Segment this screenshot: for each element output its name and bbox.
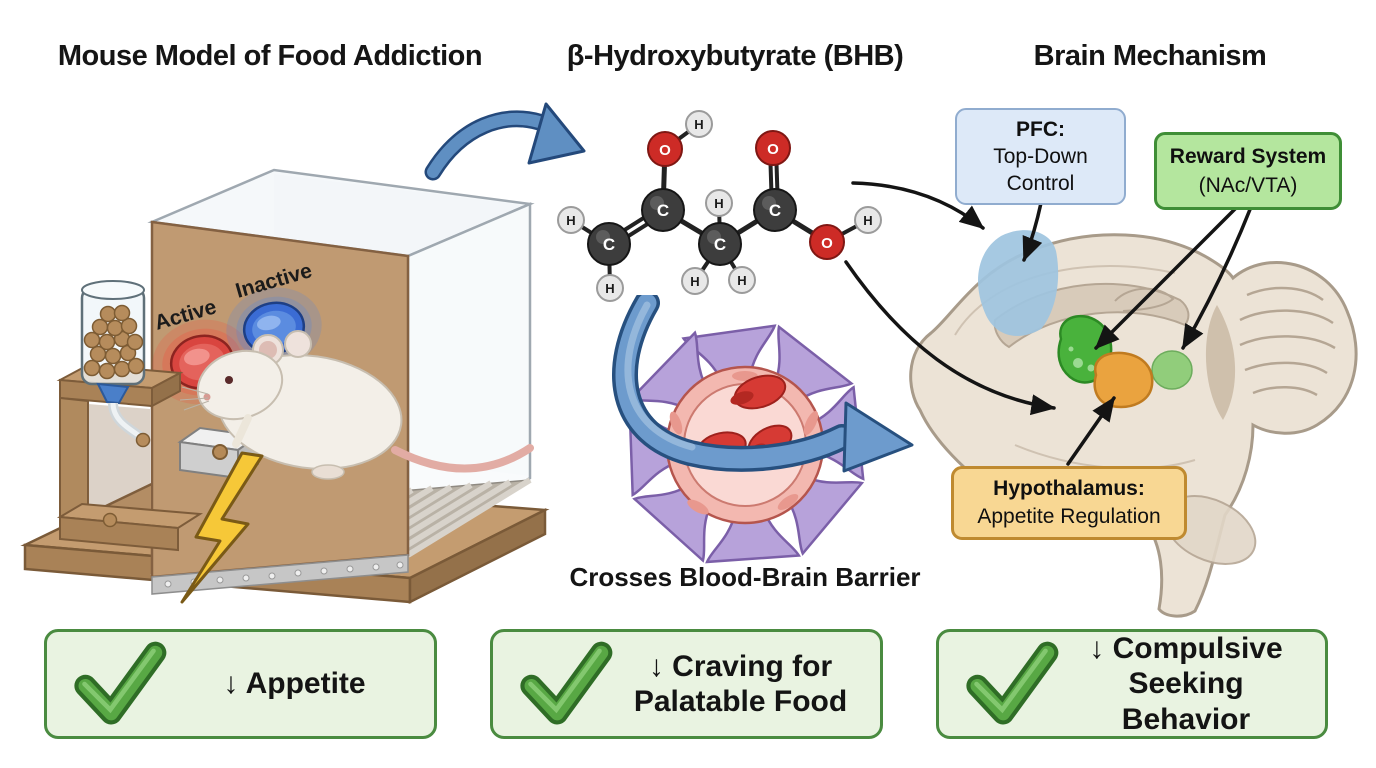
mouse-hind-foot: [311, 464, 345, 480]
reward-line2: (NAc/VTA): [1198, 174, 1298, 197]
mouse-nose: [203, 393, 211, 401]
brain-illustration: [909, 230, 1358, 618]
svg-text:O: O: [821, 235, 833, 252]
right-panel-title: Brain Mechanism: [1033, 40, 1267, 72]
atom-oxygen: O: [755, 130, 791, 166]
atom-hydrogen: H: [854, 206, 882, 234]
check-icon: [520, 641, 613, 725]
outcome-text: ↓ Craving for Palatable Food: [633, 649, 848, 718]
mouse: [179, 330, 534, 480]
check-icon: [966, 641, 1059, 725]
atom-carbon: C: [698, 222, 742, 266]
outcome-text: ↓ Compulsive Seeking Behavior: [1089, 631, 1283, 736]
atom-hydrogen: H: [557, 206, 585, 234]
svg-text:O: O: [767, 141, 779, 158]
fallen-pellet: [102, 512, 118, 528]
mouse-front-leg: [232, 414, 252, 448]
outcome-text: ↓ Appetite: [223, 667, 366, 701]
atom-oxygen: O: [809, 224, 845, 260]
front-rail: [151, 554, 409, 595]
pfc-line3: Control: [1006, 172, 1075, 195]
svg-text:H: H: [566, 213, 575, 228]
carbon-atoms: C C C C: [587, 188, 797, 266]
food-pellet: [212, 444, 228, 460]
down-arrow-icon: ↓: [1089, 631, 1105, 665]
bbb-crossing-arrow: [612, 295, 914, 473]
hypothalamus-heading: Hypothalamus:: [993, 477, 1145, 500]
hypothalamus-line2: Appetite Regulation: [977, 505, 1161, 528]
down-arrow-icon: ↓: [223, 667, 239, 701]
atom-hydrogen: H: [705, 189, 733, 217]
mouse-ear: [284, 330, 312, 358]
reward-heading: Reward System: [1169, 145, 1327, 168]
svg-text:H: H: [605, 281, 614, 296]
endothelial-nuclei: [669, 371, 819, 515]
hypothalamus-region: [1093, 351, 1154, 409]
pfc-region: [978, 230, 1059, 336]
svg-text:H: H: [690, 274, 699, 289]
hydrogen-atoms: H H H H H H H: [557, 110, 882, 302]
vta-region: [1151, 350, 1193, 390]
atom-carbon: C: [587, 222, 631, 266]
middle-panel-title: β-Hydroxybutyrate (BHB): [566, 40, 904, 72]
atom-hydrogen: H: [685, 110, 713, 138]
svg-text:H: H: [863, 213, 872, 228]
mouse-chamber-illustration: Active Inactive: [20, 168, 550, 605]
bbb-caption: Crosses Blood-Brain Barrier: [569, 562, 921, 592]
mouse-tail: [391, 444, 534, 473]
svg-text:C: C: [603, 235, 615, 254]
atom-carbon: C: [641, 188, 685, 232]
outcome-box-craving: ↓ Craving for Palatable Food: [490, 629, 883, 739]
oxygen-atoms: O O O: [647, 130, 845, 260]
pfc-heading: PFC:: [1016, 118, 1065, 141]
svg-text:H: H: [694, 117, 703, 132]
outcome-box-compulsive: ↓ Compulsive Seeking Behavior: [936, 629, 1328, 739]
reward-system-label-box: Reward System (NAc/VTA): [1154, 132, 1342, 210]
capillary-cross-section: [665, 365, 825, 525]
blood-brain-barrier-illustration: [612, 295, 914, 564]
svg-text:C: C: [657, 201, 669, 220]
down-arrow-icon: ↓: [648, 649, 664, 683]
svg-text:C: C: [714, 235, 726, 254]
pellet-jar: [80, 280, 151, 528]
pfc-label-box: PFC: Top-Down Control: [955, 108, 1126, 205]
pfc-line2: Top-Down: [993, 145, 1088, 168]
check-icon: [74, 641, 167, 725]
atom-hydrogen: H: [596, 274, 624, 302]
atom-hydrogen: H: [681, 267, 709, 295]
falling-pellet: [135, 432, 151, 448]
bhb-molecule: H H H H H H H O O O C C C C: [557, 110, 882, 302]
svg-text:O: O: [659, 142, 671, 159]
svg-text:H: H: [714, 196, 723, 211]
mouse-eye: [225, 376, 233, 384]
outcome-box-appetite: ↓ Appetite: [44, 629, 437, 739]
dispenser-funnel: [96, 382, 130, 405]
atom-oxygen: O: [647, 131, 683, 167]
svg-text:C: C: [769, 201, 781, 220]
shock-lightning-icon: [180, 451, 264, 604]
atom-hydrogen: H: [728, 266, 756, 294]
hypothalamus-label-box: Hypothalamus: Appetite Regulation: [951, 466, 1187, 540]
svg-text:H: H: [737, 273, 746, 288]
atom-carbon: C: [753, 188, 797, 232]
left-panel-title: Mouse Model of Food Addiction: [57, 40, 483, 72]
